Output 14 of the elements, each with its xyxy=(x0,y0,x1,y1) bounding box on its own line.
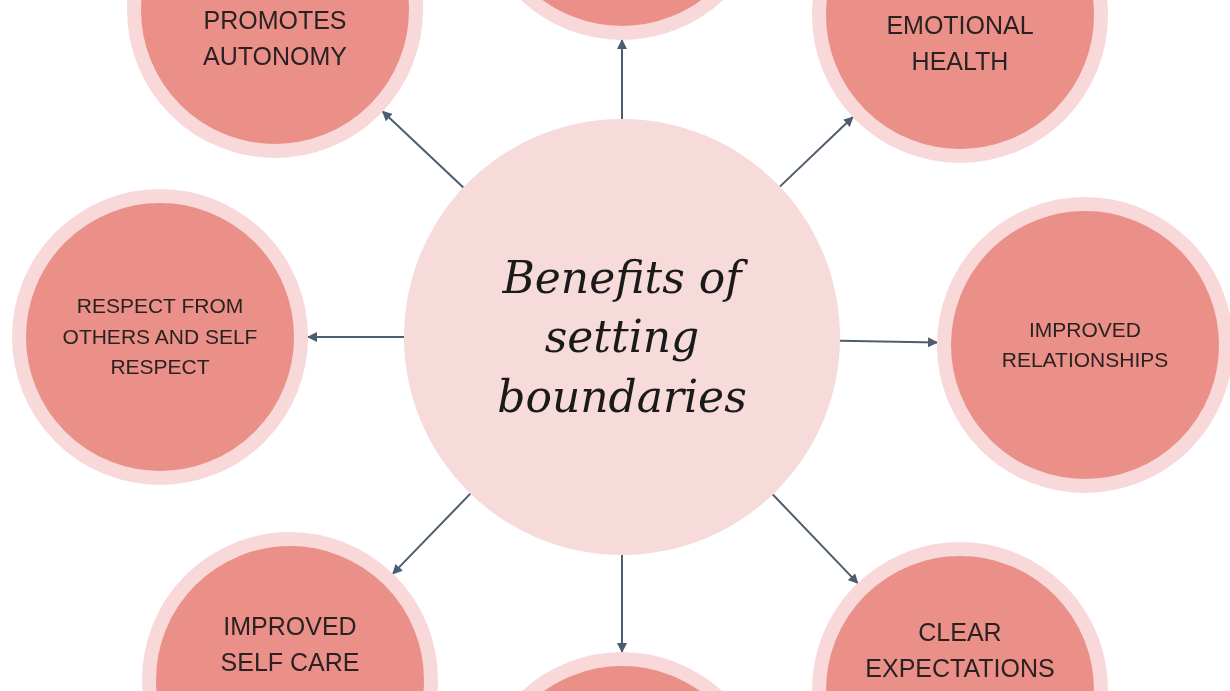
arrow xyxy=(617,554,627,653)
benefit-label: RESPECT FROM OTHERS AND SELF RESPECT xyxy=(61,293,259,381)
benefit-label: CLEAR EXPECTATIONS xyxy=(864,617,1056,685)
arrow xyxy=(391,492,472,575)
title-text: Benefits of setting boundaries xyxy=(496,250,749,424)
benefit-label: IMPROVED SELF CARE xyxy=(219,611,361,679)
arrow xyxy=(307,332,405,342)
arrow xyxy=(617,39,627,120)
arrow xyxy=(771,493,859,585)
arrow xyxy=(381,110,465,189)
benefit-label: PROMOTES AUTONOMY xyxy=(202,4,348,72)
arrow xyxy=(778,116,854,188)
benefit-label: IMPROVED RELATIONSHIPS xyxy=(1000,316,1170,373)
benefit-label: EMOTIONAL HEALTH xyxy=(885,9,1035,77)
